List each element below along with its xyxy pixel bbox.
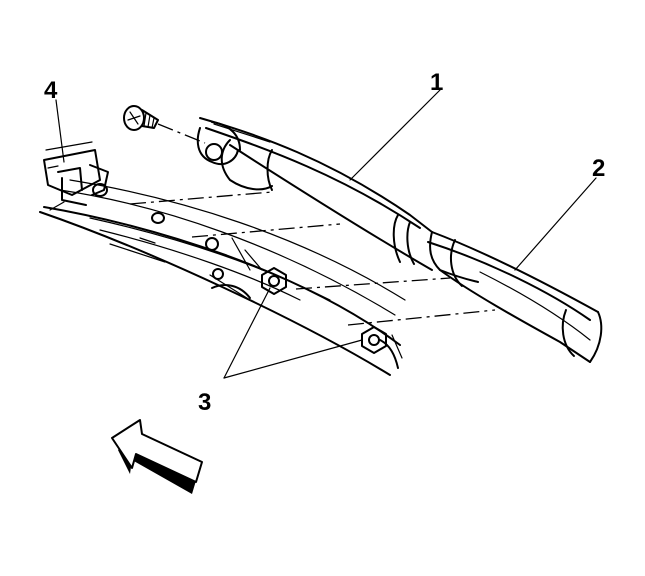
rail-hole-1 [151, 212, 165, 224]
leader-lines [55, 89, 597, 379]
direction-arrow-icon [111, 419, 203, 494]
callout-1: 1 [430, 69, 443, 96]
trim-panel-upper [196, 117, 433, 271]
leader-1 [349, 89, 441, 181]
leader-3a [223, 287, 271, 379]
retainer-bracket [43, 141, 109, 206]
mounting-rail [39, 179, 406, 376]
fastener-nut-upper [261, 267, 287, 295]
callout-2: 2 [592, 155, 605, 182]
fastener-nut-lower [361, 326, 387, 354]
leader-4 [55, 99, 65, 163]
leader-3b [223, 339, 363, 379]
rail-hole-2 [205, 237, 219, 251]
screw [123, 105, 159, 131]
rail-hole-3 [212, 268, 224, 280]
callout-4: 4 [44, 77, 58, 104]
alignment-lines [129, 123, 496, 326]
leader-2 [514, 177, 597, 271]
callout-3: 3 [198, 389, 211, 416]
trim-panel-lower [427, 231, 603, 363]
